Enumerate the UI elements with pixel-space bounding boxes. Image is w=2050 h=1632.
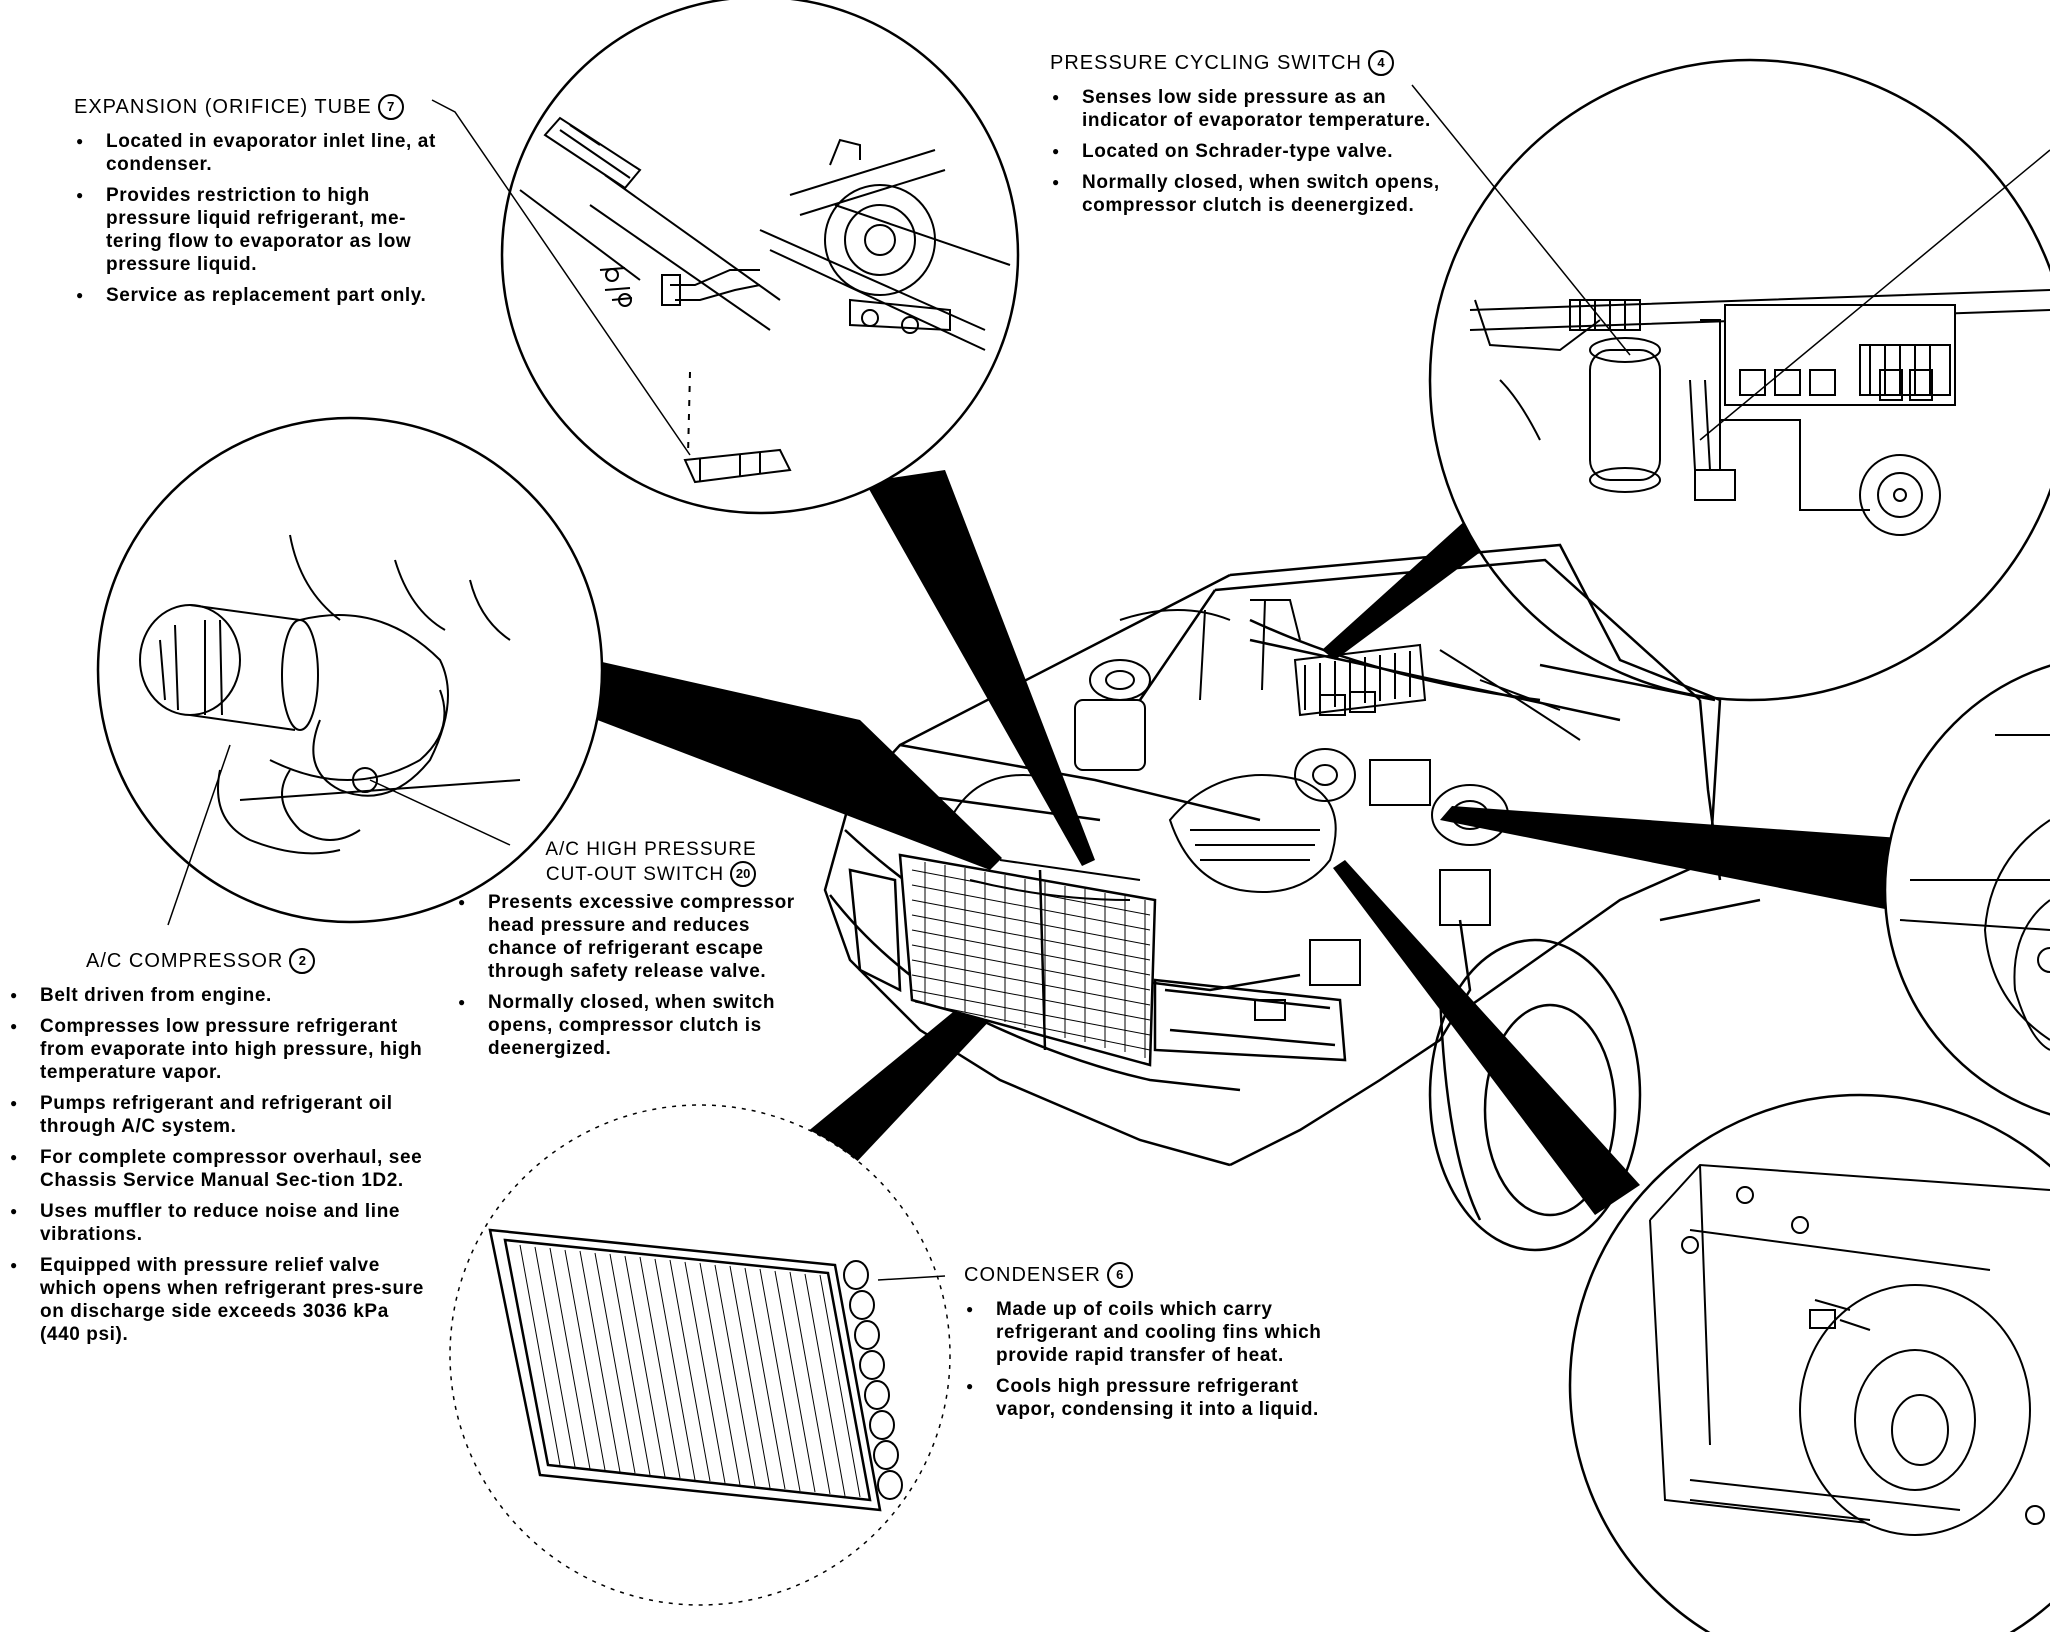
cycling-switch-number: 4 bbox=[1367, 50, 1394, 76]
detail-right-component bbox=[1883, 664, 2050, 1116]
compressor-bullets: Belt driven from engine. Compresses low … bbox=[8, 984, 428, 1346]
callout-title: EXPANSION (ORIFICE) TUBE 7 bbox=[74, 94, 454, 120]
bullet: For complete compressor overhaul, see Ch… bbox=[8, 1146, 428, 1192]
high-pressure-bullets: Presents excessive compressor head press… bbox=[456, 891, 816, 1060]
bullet: Normally closed, when switch opens, comp… bbox=[456, 991, 816, 1060]
bullet: Service as replacement part only. bbox=[74, 284, 454, 307]
bullet: Made up of coils which carry refrigerant… bbox=[964, 1298, 1364, 1367]
bullet: Cools high pressure refrigerant vapor, c… bbox=[964, 1375, 1364, 1421]
bullet: Located on Schrader-type valve. bbox=[1050, 140, 1450, 163]
condenser-title: CONDENSER bbox=[964, 1263, 1101, 1286]
circle-compressor bbox=[96, 416, 604, 924]
leader-compressor bbox=[167, 744, 231, 926]
callout-title: A/C COMPRESSOR 2 bbox=[8, 948, 428, 974]
detail-evaporator bbox=[1568, 1093, 2050, 1632]
bullet: Uses muffler to reduce noise and line vi… bbox=[8, 1200, 428, 1246]
wedge-expansion-tube bbox=[865, 470, 1095, 866]
detail-cycling-switch bbox=[1428, 58, 2050, 702]
bullet: Normally closed, when switch opens, comp… bbox=[1050, 171, 1450, 217]
leader-high-pressure bbox=[369, 779, 511, 846]
callout-title: A/C HIGH PRESSURE CUT-OUT SWITCH 20 bbox=[456, 838, 816, 887]
leader-condenser bbox=[877, 1275, 946, 1281]
expansion-tube-title: EXPANSION (ORIFICE) TUBE bbox=[74, 95, 372, 118]
bullet: Located in evaporator inlet line, at con… bbox=[74, 130, 454, 176]
expansion-tube-bullets: Located in evaporator inlet line, at con… bbox=[74, 130, 454, 307]
detail-condenser bbox=[449, 1104, 951, 1606]
car-illustration bbox=[823, 543, 1761, 1252]
wedge-cycling-switch bbox=[1322, 500, 1510, 660]
leader-right bbox=[1699, 149, 2050, 441]
condenser-fins bbox=[519, 1244, 861, 1498]
high-pressure-title-2: CUT-OUT SWITCH bbox=[545, 863, 725, 885]
callout-compressor: A/C COMPRESSOR 2 Belt driven from engine… bbox=[8, 948, 428, 1354]
wedge-right-component bbox=[1440, 806, 1900, 912]
bullet: Belt driven from engine. bbox=[8, 984, 428, 1007]
bullet: Provides restriction to high pressure li… bbox=[74, 184, 454, 276]
callout-pressure-cycling-switch: PRESSURE CYCLING SWITCH 4 Senses low sid… bbox=[1050, 50, 1450, 225]
high-pressure-number: 20 bbox=[730, 861, 757, 887]
leader-expansion-tube bbox=[431, 99, 691, 456]
callout-title: CONDENSER 6 bbox=[964, 1262, 1364, 1288]
bullet: Presents excessive compressor head press… bbox=[456, 891, 816, 983]
detail-compressor bbox=[96, 416, 604, 924]
bullet: Compresses low pressure refrigerant from… bbox=[8, 1015, 428, 1084]
callout-high-pressure-cutout: A/C HIGH PRESSURE CUT-OUT SWITCH 20 Pres… bbox=[456, 838, 816, 1068]
cycling-switch-title: PRESSURE CYCLING SWITCH bbox=[1050, 51, 1362, 74]
high-pressure-title-1: A/C HIGH PRESSURE bbox=[545, 839, 757, 860]
callout-expansion-tube: EXPANSION (ORIFICE) TUBE 7 Located in ev… bbox=[74, 94, 454, 315]
callout-condenser: CONDENSER 6 Made up of coils which carry… bbox=[964, 1262, 1364, 1429]
compressor-title: A/C COMPRESSOR bbox=[86, 949, 284, 972]
bullet: Equipped with pressure relief valve whic… bbox=[8, 1254, 428, 1346]
expansion-tube-number: 7 bbox=[377, 94, 404, 120]
bullet: Senses low side pressure as an indicator… bbox=[1050, 86, 1450, 132]
compressor-number: 2 bbox=[289, 948, 316, 974]
detail-expansion-tube bbox=[500, 0, 1020, 515]
circle-right-component bbox=[1883, 664, 2050, 1116]
bullet: Pumps refrigerant and refrigerant oil th… bbox=[8, 1092, 428, 1138]
wedge-compressor bbox=[540, 648, 1002, 870]
wedge-evaporator bbox=[1333, 860, 1640, 1215]
condenser-coils bbox=[843, 1260, 903, 1500]
cycling-switch-bullets: Senses low side pressure as an indicator… bbox=[1050, 86, 1450, 217]
callout-title: PRESSURE CYCLING SWITCH 4 bbox=[1050, 50, 1450, 76]
condenser-bullets: Made up of coils which carry refrigerant… bbox=[964, 1298, 1364, 1421]
leader-wedges bbox=[540, 470, 1900, 1215]
circle-expansion-tube bbox=[500, 0, 1020, 515]
condenser-number: 6 bbox=[1106, 1262, 1133, 1288]
